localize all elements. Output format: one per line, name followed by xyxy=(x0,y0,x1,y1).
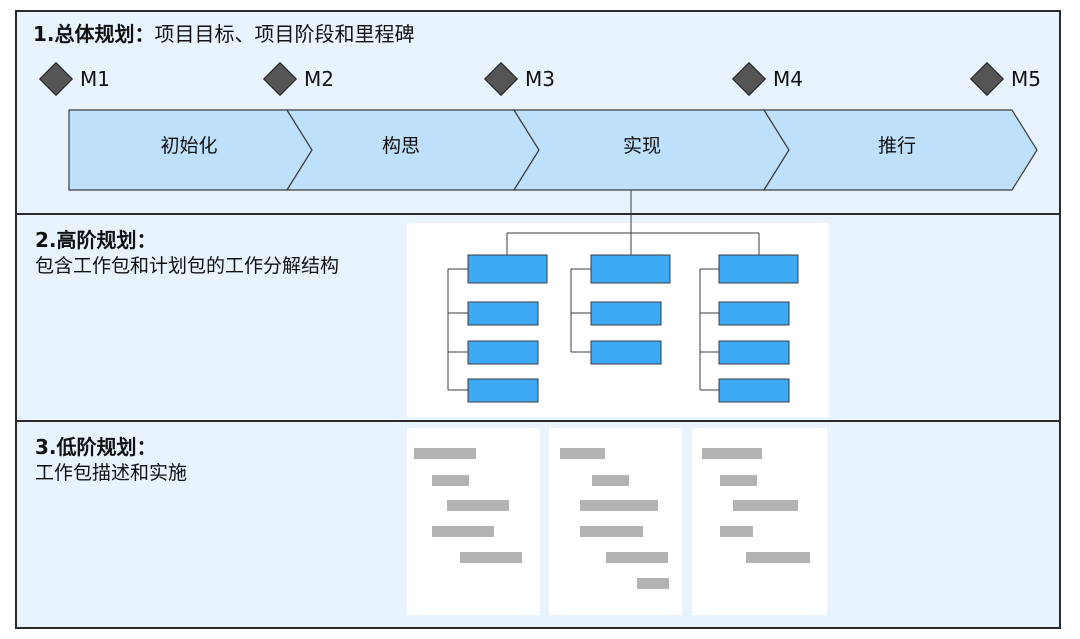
section1-number: 1. xyxy=(33,22,55,46)
text-line-placeholder xyxy=(637,578,669,589)
text-line-placeholder xyxy=(580,500,658,511)
text-line-placeholder xyxy=(414,448,476,459)
milestone-label: M1 xyxy=(80,67,110,91)
milestone-label: M5 xyxy=(1011,67,1041,91)
section3-description: 工作包描述和实施 xyxy=(35,462,188,484)
text-line-placeholder xyxy=(746,552,810,563)
wbs-box-child xyxy=(590,301,662,326)
text-line-placeholder xyxy=(580,526,643,537)
milestone-label: M3 xyxy=(525,67,555,91)
section2-heading: 2.高阶规划： xyxy=(35,227,157,253)
section2-description: 包含工作包和计划包的工作分解结构 xyxy=(35,255,340,277)
wbs-box-child xyxy=(467,301,539,326)
phase-label-implementation: 实现 xyxy=(622,135,661,157)
section2-number: 2. xyxy=(35,228,57,252)
text-line-placeholder xyxy=(592,475,629,486)
text-line-placeholder xyxy=(432,526,494,537)
wbs-box-child xyxy=(718,378,790,403)
milestone-m4: M4 xyxy=(732,62,803,96)
text-line-placeholder xyxy=(447,500,509,511)
wbs-box-child xyxy=(590,340,662,365)
text-line-placeholder xyxy=(702,448,762,459)
phase-label-rollout: 推行 xyxy=(877,135,916,157)
wbs-box-parent xyxy=(590,254,671,284)
milestone-m1: M1 xyxy=(39,62,110,96)
work-package-doc-1 xyxy=(407,428,540,615)
wbs-box-child xyxy=(718,301,790,326)
section3-number: 3. xyxy=(35,435,57,459)
planning-diagram: 1.总体规划：项目目标、项目阶段和里程碑 M1 M2 M3 M4 M5 xyxy=(15,10,1061,629)
work-package-doc-3 xyxy=(692,428,827,615)
text-line-placeholder xyxy=(606,552,668,563)
wbs-box-child xyxy=(718,340,790,365)
milestone-label: M2 xyxy=(304,67,334,91)
phase-arrows xyxy=(68,109,1038,215)
section3-heading-text: 低阶规划： xyxy=(56,435,157,459)
section3-heading: 3.低阶规划： xyxy=(35,434,157,460)
section1-heading: 总体规划： xyxy=(54,22,155,46)
milestone-m5: M5 xyxy=(970,62,1041,96)
text-line-placeholder xyxy=(460,552,522,563)
text-line-placeholder xyxy=(560,448,605,459)
milestone-m2: M2 xyxy=(263,62,334,96)
wbs-box-parent xyxy=(467,254,548,284)
wbs-box-parent xyxy=(718,254,799,284)
text-line-placeholder xyxy=(720,526,753,537)
milestone-m3: M3 xyxy=(484,62,555,96)
text-line-placeholder xyxy=(733,500,798,511)
phase-label-concept: 构思 xyxy=(381,135,420,157)
wbs-box-child xyxy=(467,340,539,365)
text-line-placeholder xyxy=(720,475,757,486)
section-high-level-planning: 2.高阶规划： 包含工作包和计划包的工作分解结构 xyxy=(17,215,1059,422)
section1-title: 1.总体规划：项目目标、项目阶段和里程碑 xyxy=(33,21,415,47)
section1-subtitle: 项目目标、项目阶段和里程碑 xyxy=(154,22,415,46)
wbs-tree xyxy=(447,215,799,403)
section2-heading-text: 高阶规划： xyxy=(56,228,157,252)
phase-arrow-rollout xyxy=(762,109,1038,191)
text-line-placeholder xyxy=(432,475,469,486)
section-low-level-planning: 3.低阶规划： 工作包描述和实施 xyxy=(17,422,1059,627)
wbs-box-child xyxy=(467,378,539,403)
milestone-label: M4 xyxy=(773,67,803,91)
section-overall-planning: 1.总体规划：项目目标、项目阶段和里程碑 M1 M2 M3 M4 M5 xyxy=(17,12,1059,215)
phase-label-initialization: 初始化 xyxy=(160,135,218,157)
document-text-lines xyxy=(414,448,810,589)
